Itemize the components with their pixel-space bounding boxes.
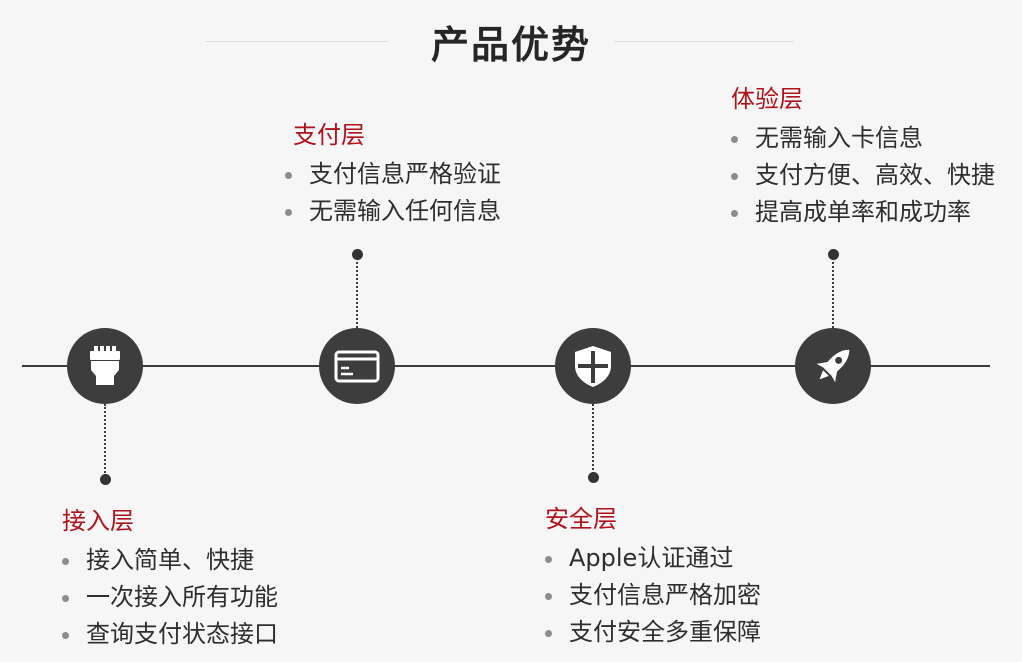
layer-title-access: 接入层 <box>62 507 134 535</box>
layer-block-experience: 体验层 无需输入卡信息 支付方便、高效、快捷 提高成单率和成功率 <box>731 84 995 231</box>
title-divider-right <box>614 41 794 42</box>
list-item: Apple认证通过 <box>545 540 761 577</box>
timeline-node-payment <box>319 328 395 404</box>
plug-icon <box>90 346 120 385</box>
connector-dot-experience <box>828 249 839 260</box>
list-item: 支付方便、高效、快捷 <box>731 157 995 194</box>
layer-title-experience: 体验层 <box>731 85 803 113</box>
list-item: 提高成单率和成功率 <box>731 194 995 231</box>
list-item: 查询支付状态接口 <box>62 616 278 653</box>
list-item: 无需输入卡信息 <box>731 120 995 157</box>
title-divider-left <box>205 41 388 42</box>
list-item: 无需输入任何信息 <box>285 193 501 230</box>
layer-block-payment: 支付层 支付信息严格验证 无需输入任何信息 <box>285 120 501 230</box>
layer-list-access: 接入简单、快捷 一次接入所有功能 查询支付状态接口 <box>62 542 278 653</box>
connector-dot-security <box>588 472 599 483</box>
connector-access <box>104 404 106 476</box>
connector-experience <box>832 258 834 328</box>
connector-dot-access <box>100 474 111 485</box>
layer-title-payment: 支付层 <box>293 121 365 149</box>
list-item: 支付安全多重保障 <box>545 614 761 651</box>
timeline-node-access <box>67 328 143 404</box>
layer-block-security: 安全层 Apple认证通过 支付信息严格加密 支付安全多重保障 <box>545 504 761 651</box>
layer-list-payment: 支付信息严格验证 无需输入任何信息 <box>285 156 501 230</box>
rocket-icon <box>816 349 850 383</box>
layer-list-experience: 无需输入卡信息 支付方便、高效、快捷 提高成单率和成功率 <box>731 120 995 231</box>
list-item: 支付信息严格加密 <box>545 577 761 614</box>
list-item: 支付信息严格验证 <box>285 156 501 193</box>
list-item: 一次接入所有功能 <box>62 579 278 616</box>
timeline-node-experience <box>795 328 871 404</box>
card-icon <box>334 350 380 383</box>
list-item: 接入简单、快捷 <box>62 542 278 579</box>
section-header: 产品优势 <box>0 8 1022 67</box>
timeline-axis <box>22 365 990 367</box>
layer-block-access: 接入层 接入简单、快捷 一次接入所有功能 查询支付状态接口 <box>62 506 278 653</box>
page-title: 产品优势 <box>430 23 591 67</box>
layer-title-security: 安全层 <box>545 505 617 533</box>
connector-security <box>592 404 594 474</box>
shield-icon <box>575 346 611 387</box>
layer-list-security: Apple认证通过 支付信息严格加密 支付安全多重保障 <box>545 540 761 651</box>
timeline-node-security <box>555 328 631 404</box>
connector-dot-payment <box>352 249 363 260</box>
connector-payment <box>356 258 358 328</box>
